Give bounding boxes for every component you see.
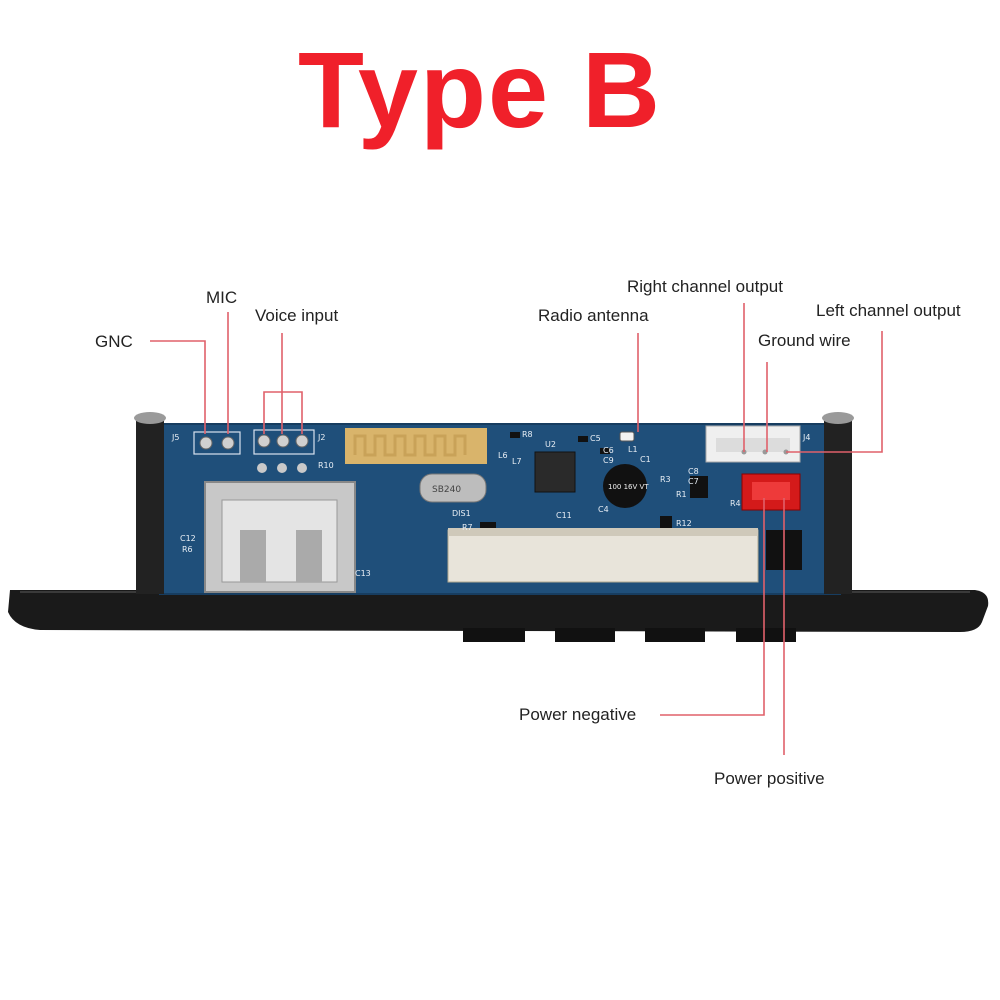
label-gnc: GNC: [95, 332, 133, 351]
silk-c11: C11: [556, 511, 572, 520]
panel-button-4: [736, 628, 796, 642]
mic-pin: [221, 436, 235, 450]
page-title: Type B: [297, 29, 663, 150]
voice-pin-3: [295, 434, 309, 448]
silk-c8: C8: [688, 467, 699, 476]
silk-r7: R7: [462, 523, 473, 532]
panel-button-3: [645, 628, 705, 642]
silk-c4: C4: [598, 505, 609, 514]
silk-u2: U2: [545, 440, 556, 449]
crystal: [419, 473, 487, 503]
gnc-leader: [150, 340, 206, 434]
silk-c13: C13: [355, 569, 371, 578]
label-power-positive: Power positive: [714, 769, 825, 788]
label-left-channel-output: Left channel output: [816, 301, 961, 320]
silk-j5: J5: [171, 433, 179, 442]
label-power-negative: Power negative: [519, 705, 637, 724]
panel-button-1: [463, 628, 525, 642]
left-channel-leader: [786, 331, 883, 453]
label-voice-input: Voice input: [255, 306, 339, 325]
label-ground-wire: Ground wire: [758, 331, 851, 350]
crystal-marking: SB240: [432, 485, 461, 495]
silk-r1: R1: [676, 490, 687, 499]
silk-r10: R10: [318, 461, 334, 470]
front-panel: [8, 590, 989, 632]
power-negative-leader: [660, 498, 765, 716]
voice-pin-1: [257, 434, 271, 448]
voice-pin-2: [276, 434, 290, 448]
silk-j4: J4: [802, 433, 810, 442]
silk-dis1: DIS1: [452, 509, 471, 518]
right-standoff: [824, 418, 852, 594]
left-standoff: [136, 418, 164, 594]
silk-c1: C1: [640, 455, 651, 464]
silk-r12: R12: [676, 519, 692, 528]
radio-antenna-pad: [619, 431, 635, 442]
silk-r8: R8: [522, 430, 533, 439]
silk-r3: R3: [660, 475, 671, 484]
silk-j2: J2: [317, 433, 325, 442]
capacitor-marking: 100 16V VT: [608, 483, 649, 491]
silk-c9: C9: [603, 456, 614, 465]
silk-c5: C5: [590, 434, 601, 443]
silk-l7: L7: [512, 457, 522, 466]
voice-input-bracket: [263, 391, 303, 434]
silk-l1: L1: [628, 445, 638, 454]
silk-c12: C12: [180, 534, 196, 543]
main-chip: [534, 451, 576, 493]
label-radio-antenna: Radio antenna: [538, 306, 649, 325]
label-right-channel-output: Right channel output: [627, 277, 783, 296]
silk-c7: C7: [688, 477, 699, 486]
display-connector: [447, 529, 759, 583]
silk-l6: L6: [498, 451, 508, 460]
silk-c6: C6: [603, 446, 614, 455]
panel-button-2: [555, 628, 615, 642]
silk-r4: R4: [730, 499, 741, 508]
silk-r6: R6: [182, 545, 193, 554]
electrolytic-capacitor: [603, 464, 647, 508]
gnc-pin: [199, 436, 213, 450]
label-mic: MIC: [206, 288, 238, 307]
leader-lines: [150, 303, 883, 755]
